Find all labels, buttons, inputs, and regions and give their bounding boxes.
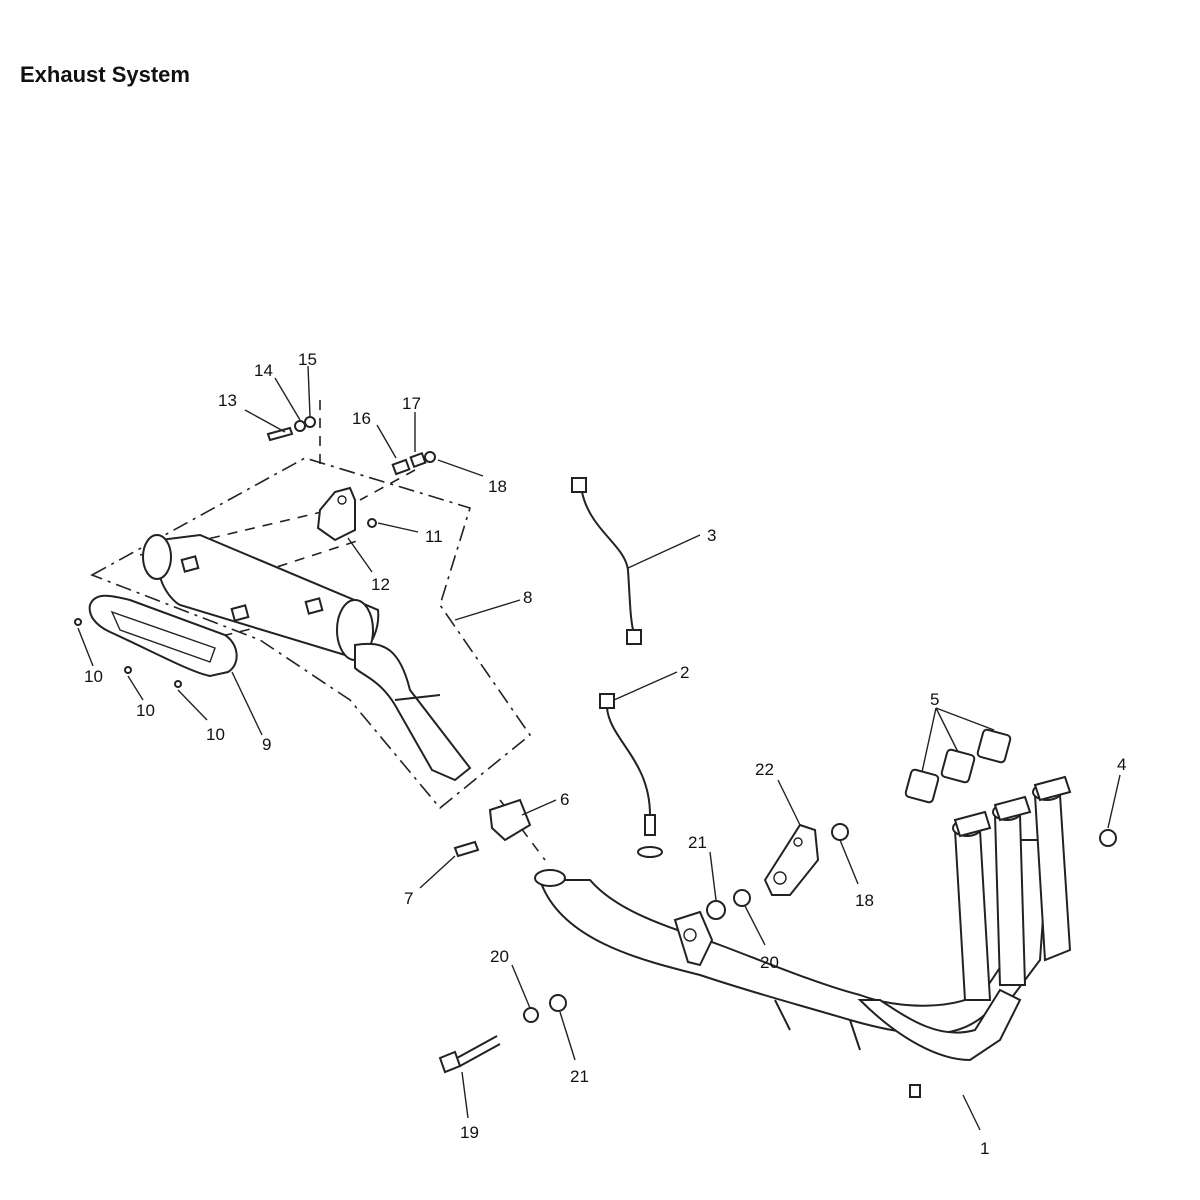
callout-22: 22 [755,760,774,779]
callout-5: 5 [930,690,939,709]
callout-10c: 10 [206,725,225,744]
sensor-leads [571,477,663,858]
callout-3: 3 [707,526,716,545]
heat-shield [88,594,238,678]
callout-18-top: 18 [488,477,507,496]
callout-12: 12 [371,575,390,594]
callout-1: 1 [980,1139,989,1158]
page-title: Exhaust System [20,62,190,87]
header-pipes [534,775,1072,1098]
leader-lines [77,365,1121,1131]
silencer [142,533,472,782]
callout-21-right: 21 [688,833,707,852]
callout-4: 4 [1117,755,1126,774]
callout-10a: 10 [84,667,103,686]
callout-11: 11 [425,527,443,546]
callout-8: 8 [523,588,532,607]
callout-6: 6 [560,790,569,809]
callout-20-right: 20 [760,953,779,972]
callout-17: 17 [402,394,421,413]
callout-7: 7 [404,889,413,908]
callout-13: 13 [218,391,237,410]
callout-2: 2 [680,663,689,682]
callout-10b: 10 [136,701,155,720]
callout-20-left: 20 [490,947,509,966]
mounting-bracket [316,486,356,542]
gaskets [904,728,1012,804]
callout-21-left: 21 [570,1067,589,1086]
callout-19: 19 [460,1123,479,1142]
callout-16: 16 [352,409,371,428]
fasteners [74,416,1117,1074]
hanger-bracket [763,823,820,896]
callout-9: 9 [262,735,271,754]
callout-numbers: 1 2 3 4 5 6 7 8 9 10 10 10 11 12 13 14 1… [84,350,1126,1158]
callout-15: 15 [298,350,317,369]
callout-18-bottom: 18 [855,891,874,910]
callout-14: 14 [254,361,273,380]
